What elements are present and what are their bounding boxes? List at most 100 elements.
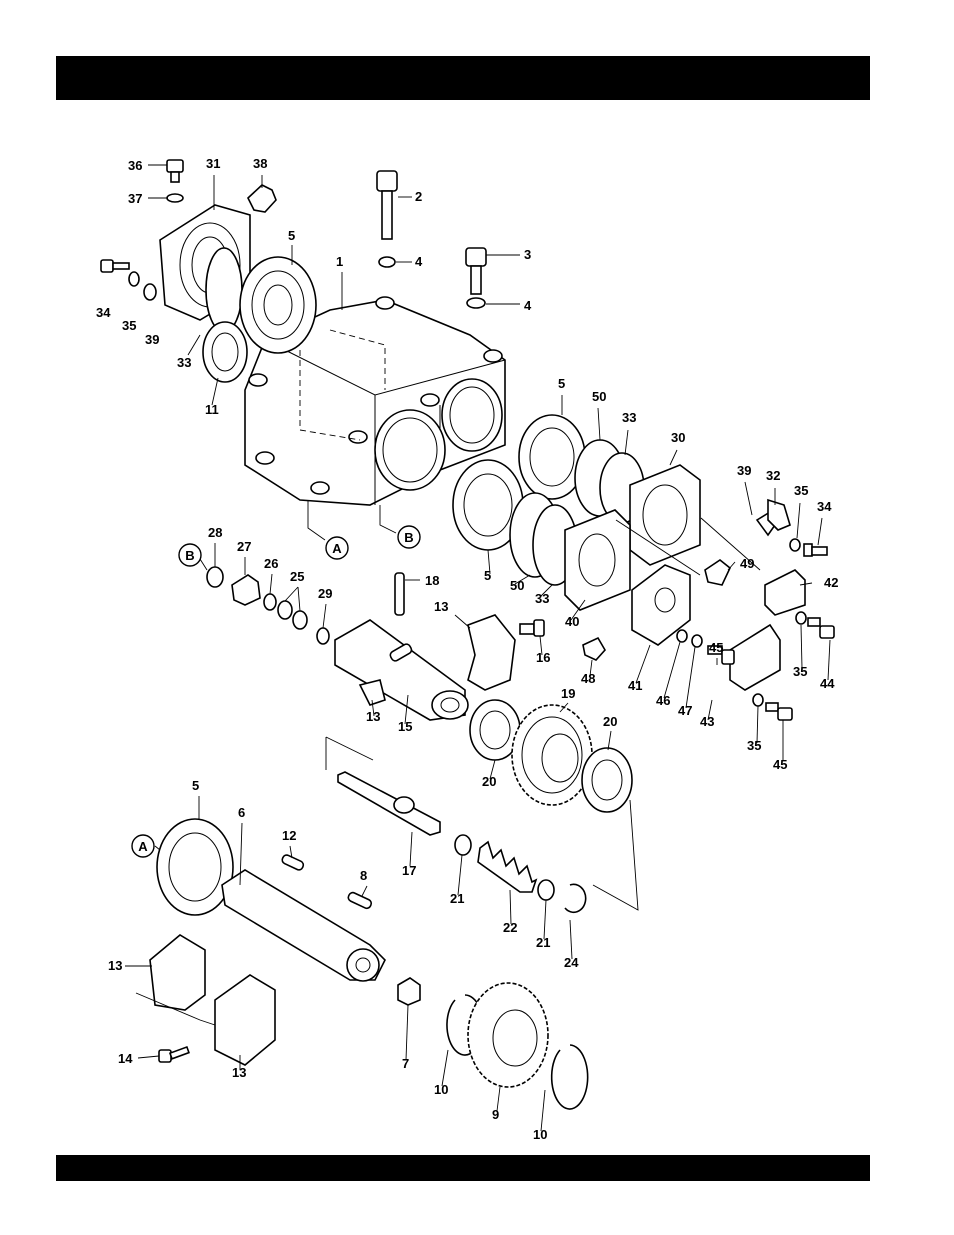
bolt-44 [808,618,834,638]
callout-c13a: 13 [434,599,448,614]
washer-37 [167,194,183,202]
bushing-27 [232,575,260,605]
callout-c49: 49 [740,556,754,571]
washer-35-upper-right [790,539,800,551]
callout-c45b: 45 [773,757,787,772]
callout-c35a: 35 [122,318,136,333]
spring-22 [478,842,536,892]
oil-seal-11 [203,322,247,382]
elbow-fitting-38 [248,185,276,212]
callout-c35b: 35 [794,483,808,498]
callout-c41: 41 [628,678,642,693]
bolt-34-left [101,260,129,272]
washer-35-mid-right [796,612,806,624]
callout-c21a: 21 [450,891,464,906]
callout-c20b: 20 [482,774,496,789]
bolt-2 [377,171,397,239]
callout-c15: 15 [398,719,412,734]
callout-c39a: 39 [145,332,159,347]
pin-18 [395,573,404,615]
callout-c12: 12 [282,828,296,843]
reference-circle-rA1: A [326,537,348,559]
callout-c34b: 34 [817,499,832,514]
callout-c17: 17 [402,863,416,878]
callout-c27: 27 [237,539,251,554]
washer-35-left [129,272,139,286]
callout-c45a: 45 [709,640,723,655]
key-12 [281,854,305,871]
callout-c47: 47 [678,703,692,718]
screw-16 [520,620,544,636]
callout-c30: 30 [671,430,685,445]
callout-c6: 6 [238,805,245,820]
callout-c18: 18 [425,573,439,588]
reference-circle-rB1: B [398,526,420,548]
callout-c8: 8 [360,868,367,883]
clutch-13-lower-right [215,975,275,1065]
callout-c36: 36 [128,158,142,173]
reference-letter: B [404,530,413,545]
callout-c13c: 13 [108,958,122,973]
bearing-25b [293,611,307,629]
shaft-6 [222,870,385,981]
o-ring-33-left [206,248,242,332]
bearing-5-lower [157,819,233,915]
washer-4-upper [379,257,395,267]
callout-c3: 3 [524,247,531,262]
washer-21-left [455,835,471,855]
callout-c7: 7 [402,1056,409,1071]
bearing-25a [278,601,292,619]
clutch-13-upper [468,615,515,690]
callout-c11: 11 [205,402,219,417]
callout-c24: 24 [564,955,579,970]
callout-c13b: 13 [366,709,380,724]
callout-c33b: 33 [622,410,636,425]
reference-letter: A [332,541,342,556]
callout-c21b: 21 [536,935,550,950]
rod-17 [326,737,440,835]
callout-c5c: 5 [484,568,491,583]
reference-circle-rA2: A [132,835,154,857]
reference-letter: A [138,839,148,854]
fitting-36 [167,160,183,182]
callout-c22: 22 [503,920,517,935]
callout-c20a: 20 [603,714,617,729]
callout-c2: 2 [415,189,422,204]
bearing-20-right [582,748,632,812]
reference-circle-rB2: B [179,544,201,566]
clip-26 [264,594,276,610]
callout-c4a: 4 [415,254,423,269]
elbow-fitting-49 [705,560,730,585]
callout-c4b: 4 [524,298,532,313]
callout-c34a: 34 [96,305,111,320]
callout-c40: 40 [565,614,579,629]
snap-ring-24 [565,884,586,912]
bracket-42 [765,570,805,615]
callout-c33a: 33 [177,355,191,370]
clip-29 [317,628,329,644]
callout-c35d: 35 [747,738,761,753]
callout-c35c: 35 [793,664,807,679]
callout-c31: 31 [206,156,220,171]
callout-c9: 9 [492,1107,499,1122]
callout-c37: 37 [128,191,142,206]
washer-4-lower [467,298,485,308]
callout-c5b: 5 [558,376,565,391]
callout-c39b: 39 [737,463,751,478]
callout-c43: 43 [700,714,714,729]
callout-c25: 25 [290,569,304,584]
callout-c29: 29 [318,586,332,601]
screw-14 [159,1047,189,1062]
callout-c33c: 33 [535,591,549,606]
washer-46 [677,630,687,642]
snap-ring-10-right [552,1045,588,1109]
washer-35-lower-right [753,694,763,706]
callout-c26: 26 [264,556,278,571]
callout-c10b: 10 [533,1127,547,1142]
bolt-3 [466,248,486,294]
gear-9 [468,983,548,1087]
reference-letter: B [185,548,194,563]
washer-47 [692,635,702,647]
callout-c28: 28 [208,525,222,540]
